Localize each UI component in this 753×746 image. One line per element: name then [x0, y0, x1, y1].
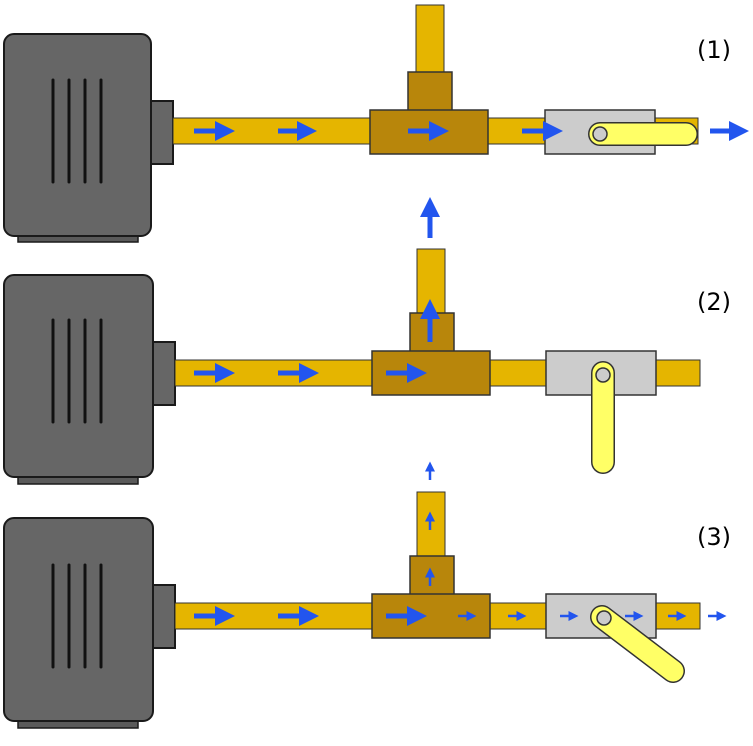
tee-fitting — [371, 555, 491, 639]
ball-valve — [545, 350, 657, 474]
flow-arrows-small — [425, 511, 727, 621]
stage-2: (2) — [3, 248, 731, 485]
stage-label: (3) — [697, 523, 731, 551]
motor — [3, 274, 176, 485]
stage-label: (2) — [697, 288, 731, 316]
stage-3: (3) — [3, 491, 731, 729]
ball-valve — [544, 109, 698, 155]
flow-arrows — [194, 299, 440, 383]
motor — [3, 33, 174, 243]
stage-label: (1) — [697, 36, 731, 64]
tee-fitting — [369, 71, 489, 155]
stage-1: (1) — [3, 4, 749, 243]
motor — [3, 517, 176, 729]
pipe-branch — [415, 4, 445, 76]
ball-valve — [545, 593, 685, 683]
pipe-branch — [416, 248, 446, 316]
